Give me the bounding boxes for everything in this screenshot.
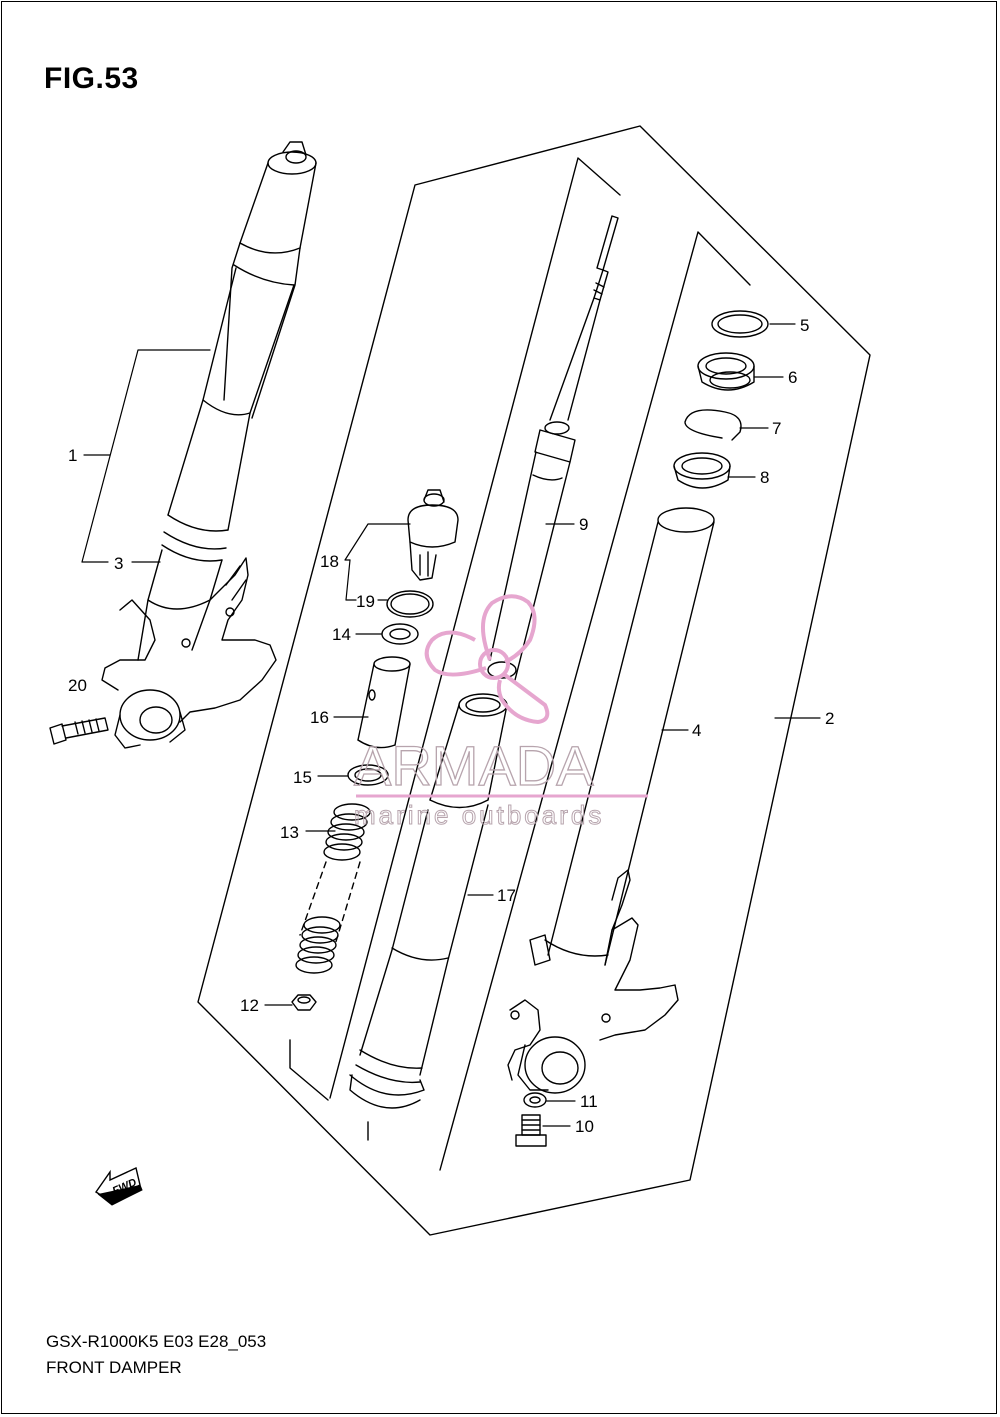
spacer-16-drawing — [357, 656, 411, 749]
nut-12-drawing — [291, 994, 317, 1011]
callout-2: 2 — [825, 709, 834, 728]
callout-20: 20 — [68, 676, 87, 695]
callout-4: 4 — [692, 721, 701, 740]
callout-19: 19 — [356, 592, 375, 611]
o-ring-19-drawing — [386, 590, 434, 618]
figure-title: FIG.53 — [44, 62, 139, 95]
callout-16: 16 — [310, 708, 329, 727]
outer-tube-4-drawing — [507, 507, 715, 1094]
adjuster-18-drawing — [407, 489, 459, 581]
callout-11: 11 — [580, 1092, 598, 1111]
watermark-tagline: marine outboards — [354, 800, 604, 830]
leader-lines — [81, 323, 821, 1127]
callout-3: 3 — [114, 554, 123, 573]
diagram-name: FRONT DAMPER — [46, 1358, 182, 1377]
group-outline-outer-tube — [367, 231, 751, 1171]
fwd-arrow-icon: FWD — [95, 1167, 143, 1206]
callout-5: 5 — [800, 316, 809, 335]
damper-rod-9-drawing — [487, 215, 619, 681]
callout-8: 8 — [760, 468, 769, 487]
callout-15: 15 — [293, 768, 312, 787]
spring-13-drawing — [295, 803, 371, 974]
watermark-brand: ARMADA — [354, 734, 594, 797]
callout-18: 18 — [320, 552, 339, 571]
propeller-logo-icon — [424, 594, 550, 724]
washer-11-drawing — [523, 1092, 547, 1108]
diagram-code: GSX-R1000K5 E03 E28_053 — [46, 1332, 267, 1351]
washer-15-drawing — [347, 764, 389, 786]
seal-rings-drawing — [673, 310, 769, 489]
callout-9: 9 — [579, 515, 588, 534]
callout-13: 13 — [280, 823, 299, 842]
callout-6: 6 — [788, 368, 797, 387]
callout-1: 1 — [68, 446, 77, 465]
group-outline-damper-rod — [289, 157, 621, 1101]
bolt-10-drawing — [515, 1114, 547, 1147]
callout-14: 14 — [332, 625, 351, 644]
assembled-fork-drawing — [101, 141, 317, 749]
callout-12: 12 — [240, 996, 259, 1015]
bolt-20-drawing — [49, 717, 109, 745]
group-outline-inner-parts — [197, 125, 871, 1236]
callout-10: 10 — [575, 1117, 594, 1136]
callout-7: 7 — [772, 419, 781, 438]
watermark: ARMADA marine outboards — [353, 594, 648, 831]
callout-17: 17 — [497, 886, 516, 905]
callout-labels: 1 2 3 4 5 6 7 8 9 10 11 12 13 14 15 16 1… — [68, 316, 834, 1136]
washer-14-drawing — [381, 623, 419, 645]
